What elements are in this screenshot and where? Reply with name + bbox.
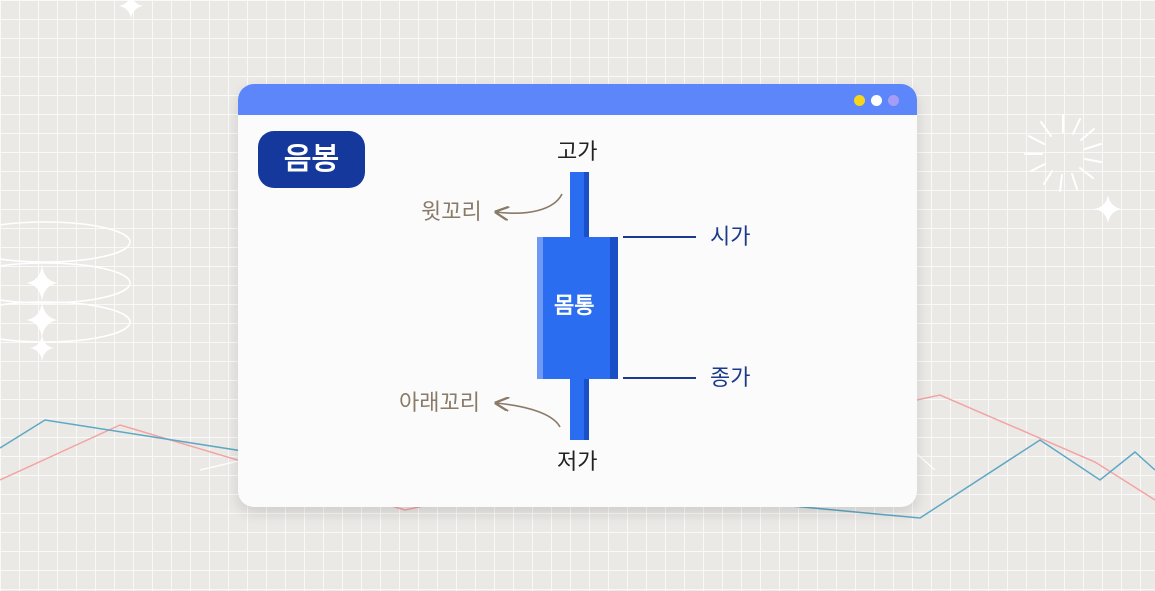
upper-wick-arrow <box>496 193 563 213</box>
lower-wick-arrow <box>496 403 561 428</box>
candlestick-diagram <box>238 172 696 440</box>
candle-body-label: 몸통 <box>554 294 595 319</box>
burst-decoration <box>1024 114 1102 192</box>
upper-wick-label: 윗꼬리 <box>421 200 482 225</box>
high-price-label: 고가 <box>557 140 598 165</box>
candle-type-badge: 음봉 <box>258 131 365 188</box>
lower-wick-label: 아래꼬리 <box>399 391 480 416</box>
candle-body <box>537 237 618 379</box>
window-dot-purple <box>888 95 899 106</box>
sparkle-icon <box>26 265 58 301</box>
background-blue-line <box>0 419 1155 519</box>
window-dot-yellow <box>854 95 865 106</box>
low-price-label: 저가 <box>557 450 598 475</box>
diagram-window: 음봉 고가 저가 시가 종가 윗꼬리 아래꼬리 몸통 <box>238 84 917 507</box>
sparkle-icon <box>30 334 54 362</box>
sparkle-icon <box>1094 195 1122 223</box>
sparkle-icon <box>119 0 143 18</box>
window-dot-white <box>871 95 882 106</box>
open-price-label: 시가 <box>710 225 751 250</box>
sparkle-icon <box>26 302 58 338</box>
window-titlebar <box>238 84 917 115</box>
ring-decoration <box>0 221 131 343</box>
close-price-label: 종가 <box>710 366 751 391</box>
